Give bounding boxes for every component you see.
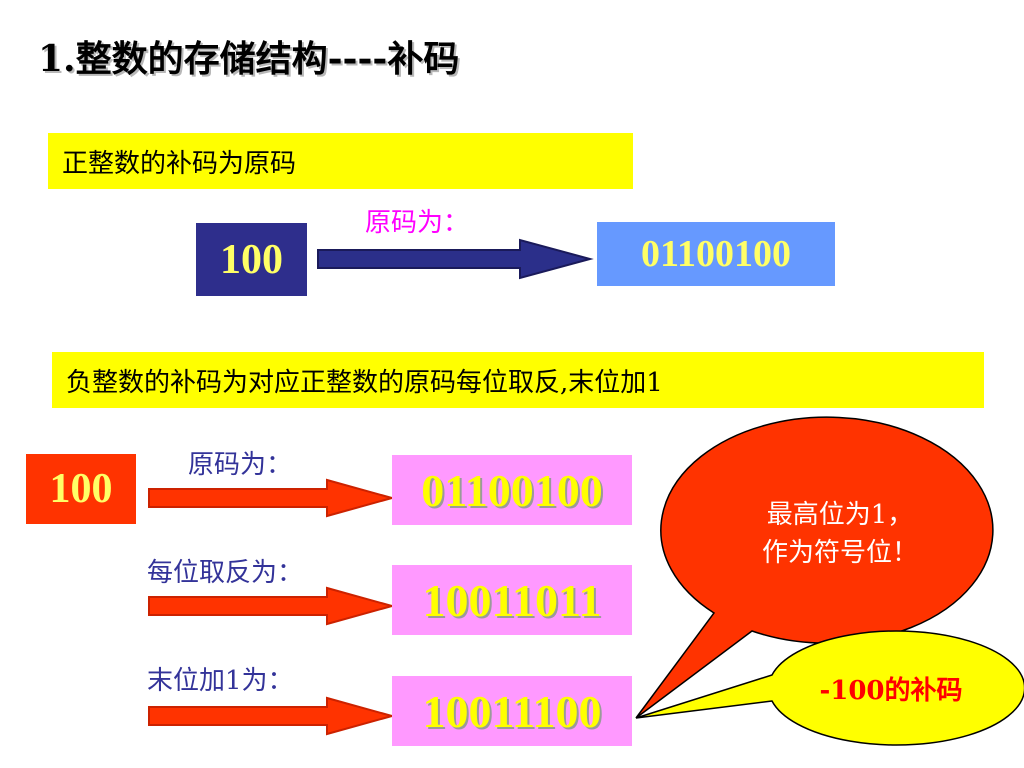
negative-source-value: 100 xyxy=(49,466,113,512)
sign-bit-callout-text: 最高位为1， 作为符号位！ xyxy=(700,496,980,572)
positive-rule-banner: 正整数的补码为原码 xyxy=(48,133,633,189)
complement-callout-text: -100的补码 xyxy=(819,676,963,706)
positive-source-box: 100 xyxy=(196,223,307,296)
step-add-one-result-box: 10011100 xyxy=(392,676,632,746)
sign-bit-line2: 作为符号位！ xyxy=(761,538,918,568)
step-add-one-result: 10011100 xyxy=(422,685,602,737)
negative-source-box: 100 xyxy=(26,454,136,524)
step-add-one-label: 末位加1为： xyxy=(147,666,294,696)
positive-rule-text: 正整数的补码为原码 xyxy=(62,148,297,179)
slide-title: 1.整数的存储结构----补码 xyxy=(38,38,460,80)
negative-rule-banner: 负整数的补码为对应正整数的原码每位取反,末位加1 xyxy=(52,352,984,408)
step-invert-result-box: 10011011 xyxy=(392,565,632,635)
sign-bit-speech-bubble xyxy=(635,416,994,719)
step-original-result-box: 01100100 xyxy=(392,455,632,525)
step-invert-label: 每位取反为： xyxy=(147,558,304,588)
positive-arrow-icon xyxy=(317,238,594,280)
step-original-arrow-icon xyxy=(148,478,396,518)
step-original-label: 原码为： xyxy=(188,450,293,480)
sign-bit-line1: 最高位为1， xyxy=(766,500,914,530)
step-invert-arrow-icon xyxy=(148,586,396,626)
positive-source-value: 100 xyxy=(220,236,283,283)
step-invert-result: 10011011 xyxy=(422,574,602,626)
positive-result-value: 01100100 xyxy=(641,233,791,275)
complement-speech-bubble xyxy=(635,630,1024,746)
step-original-result: 01100100 xyxy=(421,464,603,516)
negative-rule-text: 负整数的补码为对应正整数的原码每位取反,末位加1 xyxy=(66,367,663,398)
positive-result-box: 01100100 xyxy=(597,222,835,286)
positive-arrow-label: 原码为： xyxy=(365,208,470,238)
step-add-one-arrow-icon xyxy=(148,696,396,736)
